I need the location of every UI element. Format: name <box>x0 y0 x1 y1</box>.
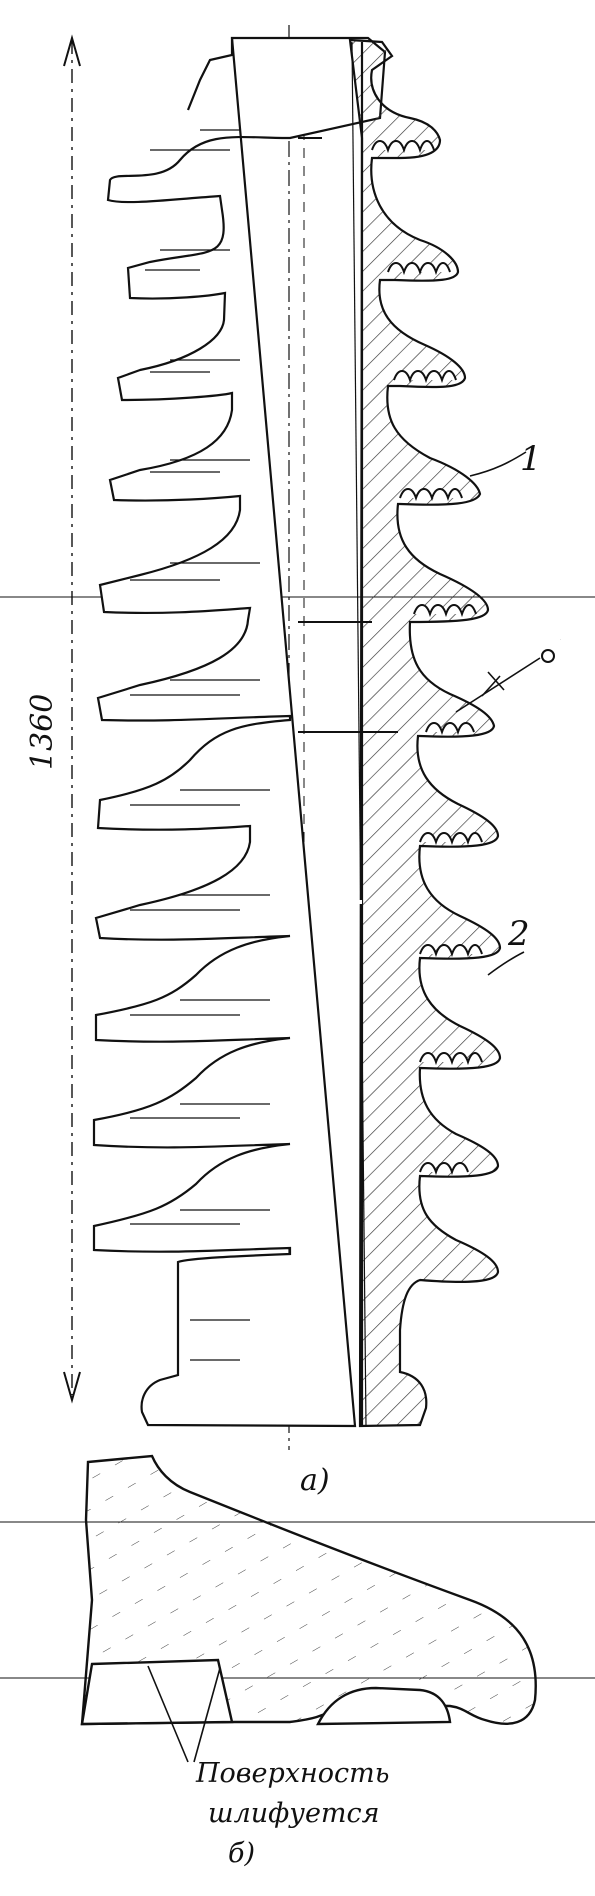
cement-rings <box>371 140 483 1176</box>
detail-b <box>80 1454 537 1726</box>
note-line-1: Поверхность <box>195 1758 389 1789</box>
caption-a: а) <box>300 1463 330 1498</box>
callout-1: 1 <box>520 439 542 479</box>
caption-b: б) <box>228 1838 255 1869</box>
callout-leaders <box>455 451 541 976</box>
insulator-left-view <box>92 36 387 1428</box>
shading-strokes <box>130 129 270 1361</box>
callout-point-label: o <box>560 639 561 641</box>
callout-2: 2 <box>507 914 530 954</box>
dimension-label: 1360 <box>25 694 60 770</box>
insulator-section <box>298 38 502 1428</box>
dimension-line <box>63 34 81 1404</box>
note-line-2: шлифуется <box>208 1798 380 1829</box>
callout-point-marker <box>541 649 555 663</box>
grind-leaders <box>147 1665 221 1763</box>
